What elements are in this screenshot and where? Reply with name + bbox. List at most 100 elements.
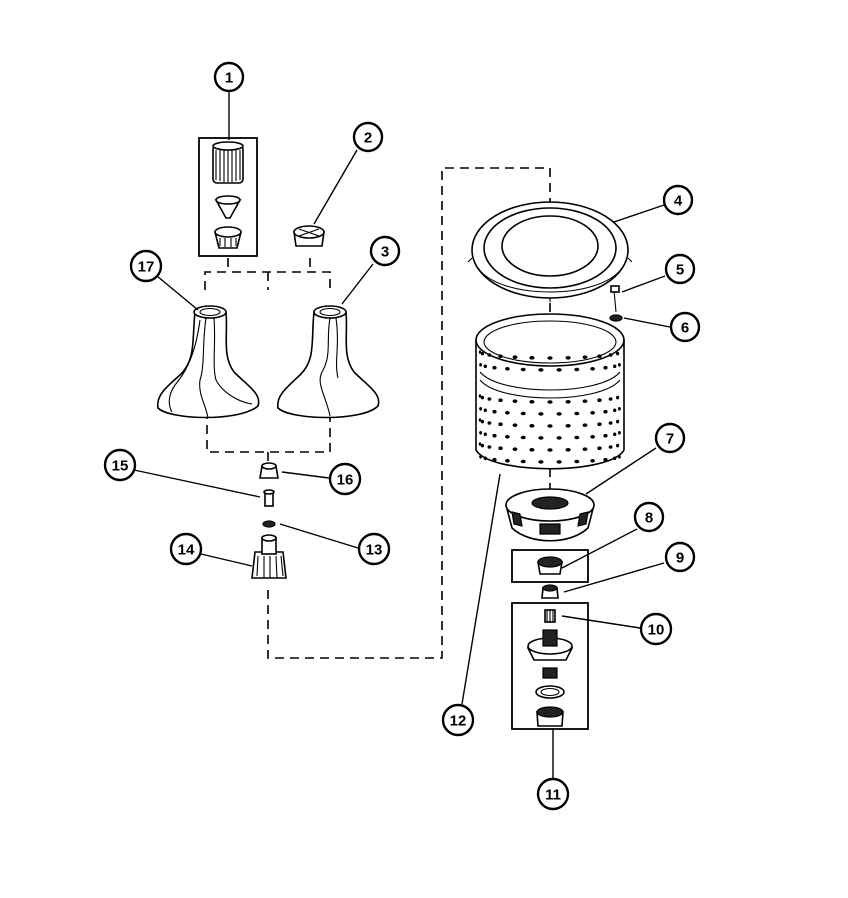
basket-hole (529, 356, 535, 360)
basket-hole (538, 412, 544, 416)
callout-1: 1 (213, 61, 245, 93)
basket-hole (480, 419, 484, 424)
basket-holes (478, 350, 621, 464)
basket-hole (547, 400, 553, 404)
basket-hole (616, 419, 620, 424)
callout-16: 16 (328, 462, 362, 496)
callout-13: 13 (357, 532, 391, 566)
callout-14: 14 (169, 532, 203, 566)
callout-label-13: 13 (366, 542, 383, 559)
basket-hole (582, 447, 588, 452)
callout-12: 12 (441, 703, 475, 737)
callout-9: 9 (664, 541, 696, 573)
basket-hole (603, 365, 608, 370)
callout-17: 17 (129, 249, 163, 283)
basket-hole (590, 411, 595, 415)
callout-label-4: 4 (674, 193, 683, 210)
callout-label-10: 10 (648, 622, 665, 639)
basket-hole (613, 432, 617, 437)
basket-hole (547, 356, 553, 360)
basket-hole (613, 364, 617, 369)
basket-hole (547, 448, 553, 452)
basket-hole (512, 399, 518, 404)
basket-hole (597, 422, 602, 427)
basket-hole (590, 367, 595, 371)
basket-hole (480, 443, 484, 448)
callouts: 1 2 3 4 5 6 7 8 9 10 11 12 13 14 15 16 1… (103, 61, 701, 811)
basket-hole (520, 435, 526, 440)
callout-label-3: 3 (381, 244, 389, 261)
basket-hole (498, 446, 503, 451)
basket-hole (505, 367, 510, 371)
basket-hole (556, 436, 562, 440)
basket-hole (492, 409, 497, 414)
basket-hole (529, 424, 535, 428)
basket-hole (565, 448, 571, 452)
callout-label-16: 16 (337, 472, 354, 489)
basket-hole (574, 367, 580, 372)
callout-15: 15 (103, 448, 137, 482)
callout-label-5: 5 (676, 262, 684, 279)
basket-hole (478, 442, 482, 446)
seal-box (511, 549, 589, 583)
basket-hole (498, 422, 503, 427)
basket-hole (520, 367, 526, 372)
spin-basket (475, 313, 625, 470)
callout-8: 8 (633, 501, 665, 533)
basket-hole (574, 459, 580, 464)
callout-label-14: 14 (178, 542, 195, 559)
basket-hole (505, 435, 510, 439)
callout-5: 5 (664, 253, 696, 285)
basket-hole (492, 365, 497, 370)
basket-hole (487, 421, 492, 425)
callout-label-17: 17 (138, 259, 155, 276)
basket-hole (479, 431, 482, 435)
basket-hole (505, 459, 510, 463)
basket-hole (538, 460, 544, 464)
basket-hole (478, 394, 482, 398)
basket-hole (520, 411, 526, 416)
callout-7: 7 (654, 422, 686, 454)
basket-hole (529, 448, 535, 452)
basket-hole (556, 368, 562, 372)
basket-hole (478, 418, 482, 422)
agitator-cap (293, 225, 325, 247)
basket-hole (492, 457, 497, 462)
callout-4: 4 (662, 184, 694, 216)
basket-hole (618, 431, 621, 435)
basket-hub (505, 488, 595, 542)
basket-hole (538, 368, 544, 372)
basket-hole (608, 353, 613, 357)
dispenser-parts-group (198, 137, 258, 257)
basket-hole (597, 398, 602, 403)
callout-label-2: 2 (364, 130, 372, 147)
basket-hole (512, 447, 518, 452)
basket-hole (483, 432, 487, 437)
basket-hole (565, 356, 571, 360)
callout-label-7: 7 (666, 431, 674, 448)
basket-hole (478, 350, 482, 354)
agitator-right (276, 305, 380, 419)
basket-hole (479, 407, 482, 411)
basket-hole (512, 423, 518, 428)
agitator-left (156, 305, 260, 419)
basket-hole (618, 407, 621, 411)
basket-hole (597, 446, 602, 451)
basket-hole (479, 455, 482, 459)
basket-hole (618, 363, 621, 367)
basket-hole (574, 435, 580, 440)
basket-hole (613, 456, 617, 461)
basket-hole (547, 424, 553, 428)
basket-hole (480, 395, 484, 400)
callout-3: 3 (369, 235, 401, 267)
basket-hole (608, 445, 613, 449)
basket-hole (480, 351, 484, 356)
basket-hole (565, 424, 571, 428)
basket-hole (574, 411, 580, 416)
basket-hole (616, 395, 620, 400)
callout-label-11: 11 (545, 787, 561, 804)
basket-hole (483, 364, 487, 369)
basket-hole (512, 355, 518, 360)
basket-hole (597, 354, 602, 359)
